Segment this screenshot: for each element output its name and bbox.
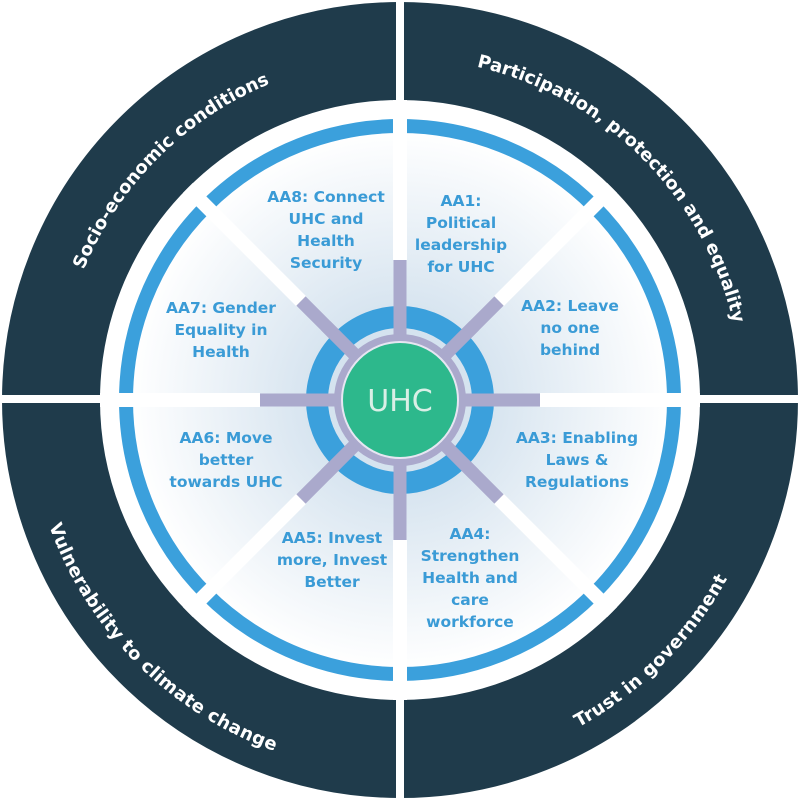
action-area-aa5: AA5: Invest more, Invest Better [276,529,388,591]
action-area-aa4: AA4: Strengthen Health and care workforc… [420,525,520,631]
spoke-inner [321,321,363,363]
action-area-aa2: AA2: Leave no one behind [521,297,619,359]
sector-separator [494,182,618,306]
spoke-inner [321,437,363,479]
spoke-inner [437,321,479,363]
uhc-center-circle [341,341,459,459]
sector-separators [100,100,700,700]
action-area-aa3: AA3: Enabling Laws & Regulations [515,429,639,491]
sector-separator [182,182,306,306]
uhc-label: UHC [367,384,432,419]
sector-separator [182,494,306,618]
sector-separator [494,494,618,618]
action-area-aa1: AA1: Political leadership for UHC [414,192,508,276]
action-area-aa7: AA7: Gender Equality in Health [166,299,276,361]
action-area-aa8: AA8: Connect UHC and Health Security [267,188,385,272]
action-area-aa6: AA6: Move better towards UHC [169,429,283,491]
spoke-inner [437,437,479,479]
